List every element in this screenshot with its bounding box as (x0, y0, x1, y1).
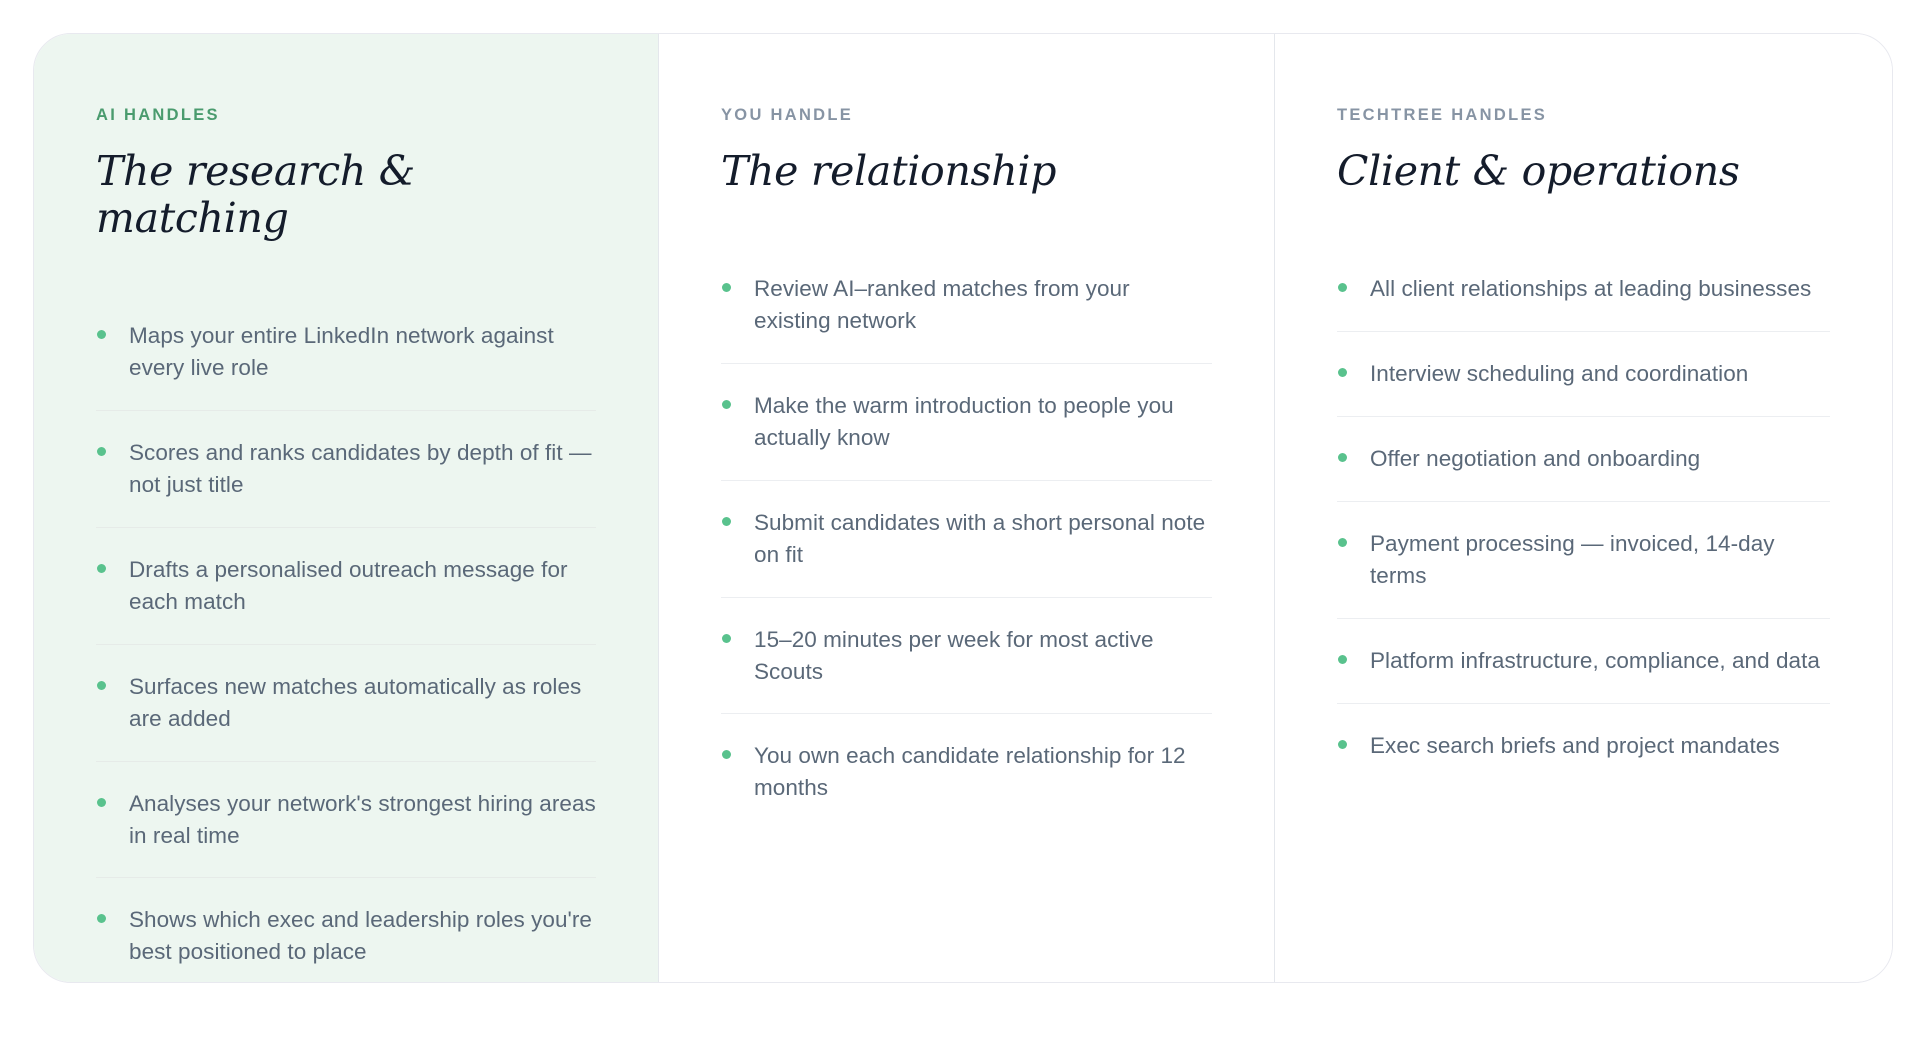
feature-list-you: Review AI–ranked matches from your exist… (721, 273, 1212, 804)
list-item: 15–20 minutes per week for most active S… (721, 624, 1212, 715)
bullet-dot-icon (1338, 654, 1347, 664)
bullet-dot-icon (97, 680, 106, 690)
list-item: Submit candidates with a short personal … (721, 507, 1212, 598)
bullet-dot-icon (722, 516, 731, 526)
column-title-techtree: Client & operations (1337, 146, 1740, 195)
list-item-label: Scores and ranks candidates by depth of … (129, 439, 592, 497)
list-item: Interview scheduling and coordination (1337, 358, 1830, 417)
list-item-label: Analyses your network's strongest hiring… (129, 790, 596, 848)
list-item-label: Submit candidates with a short personal … (754, 509, 1206, 567)
list-item: Shows which exec and leadership roles yo… (96, 904, 596, 968)
bullet-dot-icon (1338, 452, 1347, 462)
feature-list-techtree: All client relationships at leading busi… (1337, 273, 1830, 762)
bullet-dot-icon (97, 563, 106, 573)
list-item: Offer negotiation and onboarding (1337, 443, 1830, 502)
bullet-dot-icon (722, 399, 731, 409)
bullet-dot-icon (97, 330, 106, 340)
list-item: Make the warm introduction to people you… (721, 390, 1212, 481)
bullet-dot-icon (97, 914, 106, 924)
list-item: You own each candidate relationship for … (721, 740, 1212, 804)
list-item-label: Make the warm introduction to people you… (754, 392, 1174, 450)
bullet-dot-icon (97, 446, 106, 456)
list-item: Platform infrastructure, compliance, and… (1337, 645, 1830, 704)
bullet-dot-icon (1338, 367, 1347, 377)
column-techtree-handles: TECHTREE HANDLES Client & operations All… (1274, 34, 1892, 982)
list-item-label: Exec search briefs and project mandates (1370, 732, 1780, 758)
list-item-label: Interview scheduling and coordination (1370, 360, 1749, 386)
list-item-label: Surfaces new matches automatically as ro… (129, 673, 582, 731)
list-item: Analyses your network's strongest hiring… (96, 788, 596, 879)
bullet-dot-icon (1338, 282, 1347, 292)
list-item-label: 15–20 minutes per week for most active S… (754, 626, 1154, 684)
list-item-label: You own each candidate relationship for … (754, 743, 1186, 801)
bullet-dot-icon (1338, 537, 1347, 547)
list-item-label: Review AI–ranked matches from your exist… (754, 275, 1130, 333)
bullet-dot-icon (722, 750, 731, 760)
list-item: Review AI–ranked matches from your exist… (721, 273, 1212, 364)
column-ai-handles: AI HANDLES The research & matching Maps … (34, 34, 658, 982)
bullet-dot-icon (722, 633, 731, 643)
list-item-label: Platform infrastructure, compliance, and… (1370, 647, 1820, 673)
list-item: Drafts a personalised outreach message f… (96, 554, 596, 645)
column-you-handle: YOU HANDLE The relationship Review AI–ra… (658, 34, 1274, 982)
list-item-label: Payment processing — invoiced, 14-day te… (1370, 530, 1775, 588)
list-item: Exec search briefs and project mandates (1337, 730, 1830, 762)
list-item-label: Drafts a personalised outreach message f… (129, 556, 568, 614)
three-column-card: AI HANDLES The research & matching Maps … (33, 33, 1893, 983)
bullet-dot-icon (1338, 739, 1347, 749)
bullet-dot-icon (722, 282, 731, 292)
list-item: Maps your entire LinkedIn network agains… (96, 320, 596, 411)
bullet-dot-icon (97, 797, 106, 807)
list-item-label: Offer negotiation and onboarding (1370, 445, 1701, 471)
column-eyebrow-ai: AI HANDLES (96, 106, 220, 124)
list-item-label: All client relationships at leading busi… (1370, 275, 1812, 301)
list-item: Scores and ranks candidates by depth of … (96, 437, 596, 528)
list-item-label: Shows which exec and leadership roles yo… (129, 907, 592, 965)
column-title-you: The relationship (721, 146, 1057, 195)
feature-list-ai: Maps your entire LinkedIn network agains… (96, 320, 596, 968)
list-item: Payment processing — invoiced, 14-day te… (1337, 528, 1830, 619)
list-item: Surfaces new matches automatically as ro… (96, 671, 596, 762)
column-eyebrow-techtree: TECHTREE HANDLES (1337, 106, 1548, 124)
column-title-ai: The research & matching (96, 146, 415, 242)
column-eyebrow-you: YOU HANDLE (721, 106, 854, 124)
list-item: All client relationships at leading busi… (1337, 273, 1830, 332)
list-item-label: Maps your entire LinkedIn network agains… (129, 323, 554, 381)
